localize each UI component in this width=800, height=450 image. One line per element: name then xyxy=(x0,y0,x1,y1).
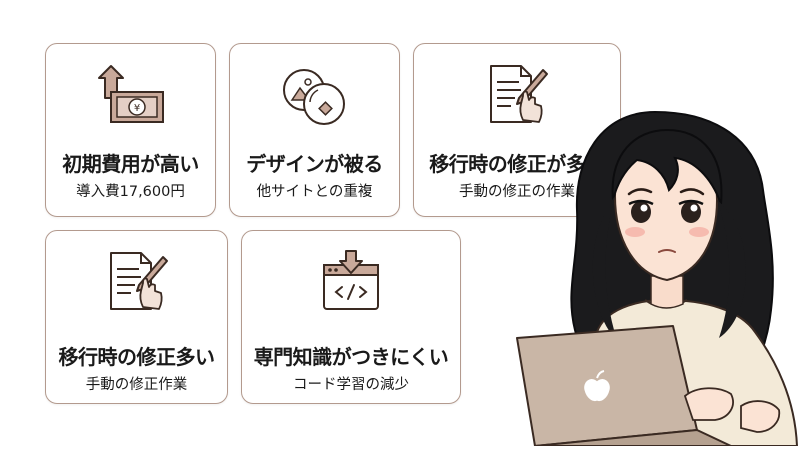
card-title: 専門知識がつきにくい xyxy=(253,345,449,369)
card-migration-fixes: 移行時の修正が多い 手動の修正の作業 xyxy=(413,43,621,217)
card-title: 移行時の修正が多い xyxy=(429,152,605,176)
card-migration-fixes-2: 移行時の修正多い 手動の修正作業 xyxy=(45,230,228,404)
svg-text:¥: ¥ xyxy=(133,103,139,114)
card-subtitle: 導入費17,600円 xyxy=(76,184,185,200)
card-title: デザインが被る xyxy=(246,152,383,176)
card-design-overlap: デザインが被る 他サイトとの重複 xyxy=(229,43,400,217)
card-title: 初期費用が高い xyxy=(62,152,199,176)
card-subtitle: 手動の修正の作業 xyxy=(459,184,575,200)
card-subtitle: コード学習の減少 xyxy=(293,377,409,393)
document-edit-hand-icon xyxy=(103,249,171,321)
card-subtitle: 手動の修正作業 xyxy=(85,377,188,393)
document-edit-hand-icon xyxy=(483,62,551,134)
card-subtitle: 他サイトとの重複 xyxy=(256,184,373,200)
card-initial-cost: ¥ 初期費用が高い 導入費17,600円 xyxy=(45,43,216,217)
card-title: 移行時の修正多い xyxy=(58,345,216,369)
money-up-arrow-icon: ¥ xyxy=(95,64,167,132)
overlapping-images-icon xyxy=(280,66,350,132)
code-window-download-icon xyxy=(318,249,384,319)
card-expertise: 専門知識がつきにくい コード学習の減少 xyxy=(241,230,461,404)
worried-woman-laptop-illustration xyxy=(505,100,800,450)
